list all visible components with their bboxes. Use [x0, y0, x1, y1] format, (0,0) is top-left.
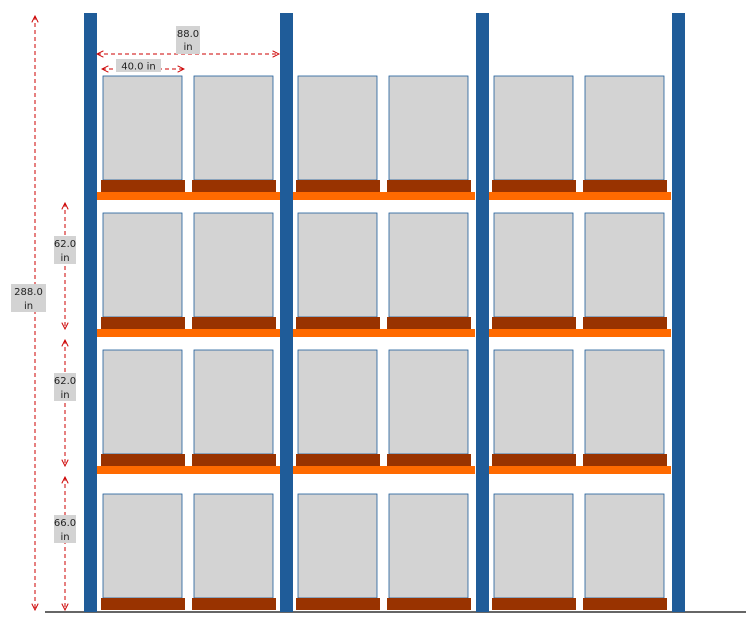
load-box: [193, 493, 274, 599]
pallet: [192, 454, 276, 466]
upright-post: [476, 13, 489, 612]
level-height-label-bg: [54, 515, 76, 543]
load-box: [193, 75, 274, 181]
level-height-label-bg: [54, 236, 76, 264]
pallet: [387, 317, 471, 329]
pallet: [492, 454, 576, 466]
bay-width-label-bg: [176, 26, 200, 54]
shelf-beam: [97, 466, 280, 474]
shelf-beam: [292, 466, 475, 474]
shelf-beam: [488, 466, 671, 474]
load-box: [388, 493, 469, 599]
bay-width-unit: in: [183, 42, 192, 53]
shelf-beam: [97, 192, 280, 200]
load-box: [297, 493, 378, 599]
upright-post: [280, 13, 293, 612]
level-height-value: 66.0: [54, 518, 76, 529]
pallet: [387, 180, 471, 192]
pallet: [583, 454, 667, 466]
pallet-width-label-bg: [116, 59, 161, 72]
load-box: [388, 349, 469, 455]
pallet: [583, 180, 667, 192]
pallet: [192, 180, 276, 192]
load-box: [493, 212, 574, 318]
shelf-beam: [292, 192, 475, 200]
load-box: [584, 75, 665, 181]
level-height-label-bg: [54, 373, 76, 401]
pallet: [387, 454, 471, 466]
pallet: [492, 598, 576, 610]
pallet: [192, 598, 276, 610]
load-box: [102, 75, 183, 181]
load-box: [297, 349, 378, 455]
pallet-width-dimension: 40.0 in: [102, 59, 184, 73]
pallet: [296, 454, 380, 466]
pallet: [296, 598, 380, 610]
pallet: [492, 317, 576, 329]
load-box: [297, 212, 378, 318]
pallet: [101, 317, 185, 329]
load-box: [193, 212, 274, 318]
level-height-unit: in: [60, 253, 69, 264]
load-box: [493, 493, 574, 599]
level-height-dimension-2: 62.0 in: [54, 340, 76, 466]
pallet: [387, 598, 471, 610]
load-box: [584, 349, 665, 455]
pallet: [583, 317, 667, 329]
pallet: [492, 180, 576, 192]
total-height-unit: in: [24, 301, 33, 312]
shelf-beam: [292, 329, 475, 337]
load-box: [102, 493, 183, 599]
pallet-width-label: 40.0 in: [121, 62, 156, 73]
level-height-value: 62.0: [54, 376, 76, 387]
upright-post: [672, 13, 685, 612]
bay-width-dimension: 88.0 in: [97, 26, 279, 54]
shelf-beam: [488, 192, 671, 200]
shelf-beam: [488, 329, 671, 337]
total-height-value: 288.0: [14, 287, 43, 298]
pallet: [583, 598, 667, 610]
load-box: [388, 212, 469, 318]
upright-post: [84, 13, 97, 612]
pallet: [101, 180, 185, 192]
load-box: [297, 75, 378, 181]
pallet: [296, 317, 380, 329]
level-height-dimension-3: 66.0 in: [54, 477, 76, 610]
total-height-dimension: 288.0 in: [11, 16, 46, 610]
load-box: [584, 493, 665, 599]
load-box: [493, 349, 574, 455]
bay-width-value: 88.0: [177, 29, 199, 40]
pallet: [192, 317, 276, 329]
pallet: [101, 598, 185, 610]
shelf-beam: [97, 329, 280, 337]
pallet: [296, 180, 380, 192]
level-height-unit: in: [60, 532, 69, 543]
pallet: [101, 454, 185, 466]
total-height-label-bg: [11, 284, 46, 312]
load-box: [102, 212, 183, 318]
load-box: [584, 212, 665, 318]
load-box: [388, 75, 469, 181]
load-box: [102, 349, 183, 455]
level-height-unit: in: [60, 390, 69, 401]
load-box: [493, 75, 574, 181]
load-box: [193, 349, 274, 455]
level-height-value: 62.0: [54, 239, 76, 250]
level-height-dimension-1: 62.0 in: [54, 203, 76, 329]
